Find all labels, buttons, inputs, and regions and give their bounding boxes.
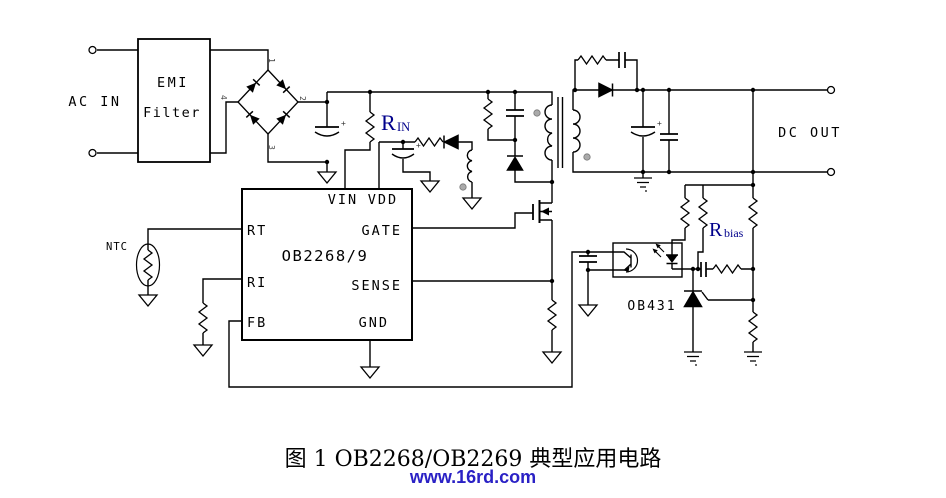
vdd-cap-curved-plate: [391, 153, 415, 159]
emi-filter-label-2: Filter: [143, 105, 201, 121]
watermark-link[interactable]: www.16rd.com: [409, 467, 537, 487]
output-snubber-cap: [618, 52, 626, 68]
divider-upper-resistor: [747, 197, 759, 229]
ground-icon: [137, 294, 159, 308]
bridge-pin-4: 4: [219, 95, 228, 100]
bridge-pin-1: 1: [267, 58, 276, 63]
emi-filter: EMI Filter: [137, 38, 211, 163]
mosfet-body-arrow: [541, 207, 549, 216]
resistors: [142, 54, 759, 343]
r-in-subscript: IN: [397, 120, 410, 134]
pin-gate: GATE: [361, 223, 402, 239]
diodes: [442, 82, 703, 308]
bridge-pin-2: 2: [298, 96, 307, 101]
divider-lower-resistor: [747, 311, 759, 343]
output-cap-polarity: +: [657, 119, 662, 128]
ntc-label: NTC: [106, 241, 128, 253]
primary-polarity-dot: [533, 109, 541, 117]
capacitors: + + +: [314, 52, 707, 277]
output-electrolytic-curved-plate: [630, 131, 656, 137]
compensation-resistor: [712, 263, 742, 275]
ground-icon: [359, 366, 381, 380]
dc-out-label: DC OUT: [778, 125, 842, 141]
ob431-label: OB431: [627, 299, 676, 314]
r-in-label: R: [381, 110, 396, 135]
clamp-resistor: [482, 98, 494, 130]
current-sense-resistor: [546, 299, 558, 331]
pin-rt: RT: [247, 223, 267, 239]
ground-icon: [461, 197, 483, 211]
photo-transistor: [613, 248, 639, 273]
bridge-diode: [246, 78, 261, 93]
emi-filter-label-1: EMI: [157, 75, 189, 91]
bridge-diode: [276, 79, 291, 94]
ac-terminal-bottom: [88, 148, 97, 158]
secondary-winding: [572, 109, 581, 153]
ri-set-resistor: [197, 302, 209, 334]
ob431-shunt-regulator: [683, 290, 703, 308]
ground-icon: [419, 180, 441, 194]
bridge-diode: [276, 110, 291, 125]
earth-ground-icon: [744, 351, 762, 366]
ac-terminal-top: [88, 45, 97, 55]
ic-part-number: OB2268/9: [282, 247, 369, 265]
clamp-diode: [506, 155, 524, 171]
vdd-cap-polarity: +: [416, 141, 421, 150]
bridge-diode: [245, 110, 260, 125]
auxiliary-winding: [466, 149, 473, 183]
ground-icon: [192, 344, 214, 358]
compensation-cap: [700, 262, 707, 277]
r-bias-label: R: [709, 219, 723, 241]
auxiliary-polarity-dot: [459, 183, 467, 191]
bridge-pin-3: 3: [267, 145, 276, 150]
vdd-rectifier-diode: [442, 134, 459, 150]
output-rectifier-diode: [598, 82, 614, 98]
earth-ground-icon: [684, 351, 702, 366]
controller-ic: VIN VDD RT RI FB GATE SENSE GND OB2268/9: [241, 188, 413, 341]
pin-vdd: VDD: [368, 192, 398, 208]
bulk-cap-polarity: +: [341, 119, 346, 128]
ac-in-label: AC IN: [68, 94, 121, 110]
ground-symbols: [137, 171, 762, 380]
bridge-rectifier: 1 2 3 4: [219, 58, 307, 150]
r-bias-subscript: bias: [724, 226, 744, 240]
dc-terminal-top: [826, 85, 836, 95]
transformer: [459, 97, 591, 191]
figure-caption: 图 1 OB2268/OB2269 典型应用电路: [284, 447, 662, 472]
optocoupler: [612, 242, 683, 278]
clamp-cap: [506, 109, 524, 117]
ntc-resistive-element: [142, 249, 154, 281]
ground-icon: [316, 171, 338, 185]
pin-gnd: GND: [359, 315, 389, 331]
component-labels: R IN R bias OB431: [381, 110, 744, 314]
ntc-thermistor: NTC: [106, 241, 161, 287]
primary-winding: [544, 104, 553, 161]
power-mosfet: [532, 200, 549, 223]
bulk-cap-curved-plate: [314, 131, 340, 137]
output-snubber-resistor: [577, 54, 607, 66]
pin-vin: VIN: [328, 192, 358, 208]
fb-filter-cap: [579, 255, 597, 263]
transformer-core: [557, 97, 564, 168]
junction-dots: [324, 87, 756, 303]
startup-resistor: [364, 111, 376, 143]
dc-terminal-bottom: [826, 167, 836, 177]
output-ceramic-cap: [660, 133, 678, 141]
led-series-resistor: [679, 197, 691, 229]
pin-fb: FB: [247, 315, 267, 331]
vdd-supply-resistor: [414, 136, 444, 148]
ground-icon: [541, 351, 563, 365]
ac-input: AC IN: [68, 45, 121, 158]
ground-icon: [577, 304, 599, 318]
pin-ri: RI: [247, 275, 267, 291]
bias-resistor: [697, 197, 709, 229]
pin-sense: SENSE: [351, 278, 402, 294]
dc-output: DC OUT: [778, 85, 842, 177]
earth-ground-icon: [634, 177, 652, 192]
secondary-polarity-dot: [583, 153, 591, 161]
opto-led: [652, 243, 678, 265]
